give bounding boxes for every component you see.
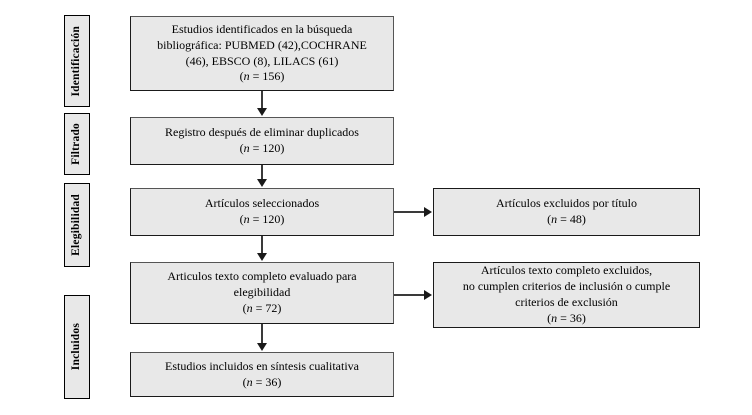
stage-label-incluidos: Incluidos bbox=[64, 295, 90, 399]
flow-box-identified: Estudios identificados en la búsqueda bi… bbox=[130, 16, 394, 91]
flow-box-screened: Artículos seleccionados (n = 120) bbox=[130, 188, 394, 236]
flow-box-included-qualitative: Estudios incluidos en síntesis cualitati… bbox=[130, 352, 394, 397]
connector-fulltext-to-excluded-fulltext bbox=[394, 294, 426, 296]
stage-label-identificacion: Identificación bbox=[64, 15, 90, 107]
connector-fulltext-to-included bbox=[261, 324, 263, 344]
flow-box-text: Registro después de eliminar duplicados … bbox=[165, 125, 359, 155]
flow-box-text: Articulos texto completo evaluado para e… bbox=[167, 269, 357, 315]
arrow-head-identified-to-deduplicated bbox=[257, 108, 267, 116]
flow-box-excluded-by-title: Artículos excluidos por título (n = 48) bbox=[433, 188, 700, 236]
connector-screened-to-excluded-title bbox=[394, 211, 426, 213]
arrow-head-deduplicated-to-screened bbox=[257, 179, 267, 187]
stage-label-text: Elegibilidad bbox=[70, 194, 83, 256]
flow-box-text: Artículos seleccionados (n = 120) bbox=[204, 196, 320, 226]
flow-box-deduplicated: Registro después de eliminar duplicados … bbox=[130, 117, 394, 165]
flow-box-text: Artículos excluidos por título (n = 48) bbox=[496, 196, 637, 226]
flow-box-text: Estudios identificados en la búsqueda bi… bbox=[157, 21, 367, 84]
connector-screened-to-fulltext bbox=[261, 236, 263, 254]
connector-deduplicated-to-screened bbox=[261, 165, 263, 180]
stage-label-text: Incluidos bbox=[70, 323, 83, 371]
stage-label-text: Filtrado bbox=[70, 123, 83, 165]
stage-label-filtrado: Filtrado bbox=[64, 113, 90, 175]
arrow-head-fulltext-to-included bbox=[257, 343, 267, 351]
flow-box-fulltext-assessed: Articulos texto completo evaluado para e… bbox=[130, 262, 394, 324]
arrow-head-screened-to-excluded-title bbox=[424, 207, 432, 217]
connector-identified-to-deduplicated bbox=[261, 91, 263, 110]
stage-label-elegibilidad: Elegibilidad bbox=[64, 183, 90, 267]
flow-box-text: Artículos texto completo excluidos, no c… bbox=[462, 263, 671, 325]
arrow-head-fulltext-to-excluded-fulltext bbox=[424, 290, 432, 300]
stage-label-text: Identificación bbox=[70, 25, 83, 97]
flow-box-text: Estudios incluidos en síntesis cualitati… bbox=[165, 358, 359, 389]
arrow-head-screened-to-fulltext bbox=[257, 253, 267, 261]
flow-box-excluded-fulltext: Artículos texto completo excluidos, no c… bbox=[433, 262, 700, 328]
